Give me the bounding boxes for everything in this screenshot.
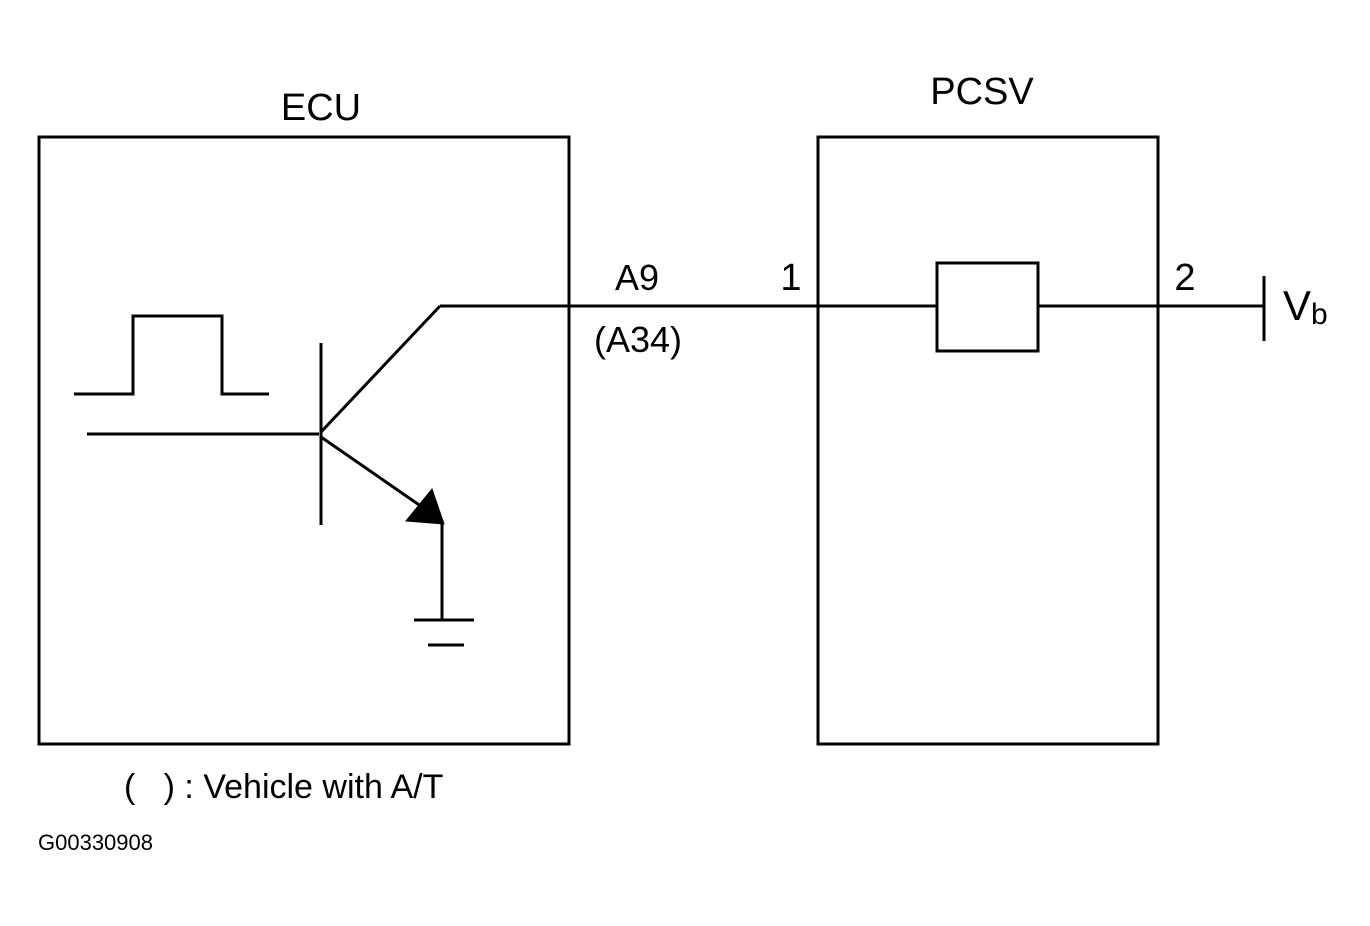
ecu-box <box>37 135 571 746</box>
pulse-waveform <box>74 314 269 396</box>
supply-label-main: V <box>1283 282 1311 329</box>
solenoid-coil <box>935 261 1040 353</box>
transistor-collector <box>319 304 442 434</box>
pcsv-title: PCSV <box>930 71 1034 113</box>
supply-label-sub: b <box>1311 298 1328 331</box>
figure-id: G00330908 <box>38 830 153 855</box>
footnote: ( ) : Vehicle with A/T <box>124 768 443 806</box>
transistor-emitter <box>320 435 426 511</box>
pin-label-a9: A9 <box>615 257 659 298</box>
emitter-arrow-icon <box>405 487 445 525</box>
pin-label-1: 1 <box>780 257 801 299</box>
ecu-title: ECU <box>281 87 361 129</box>
pin-label-2: 2 <box>1174 257 1195 299</box>
pin-label-a34: (A34) <box>594 319 682 360</box>
supply-label: Vb <box>1283 282 1328 331</box>
pcsv-box <box>816 135 1160 746</box>
